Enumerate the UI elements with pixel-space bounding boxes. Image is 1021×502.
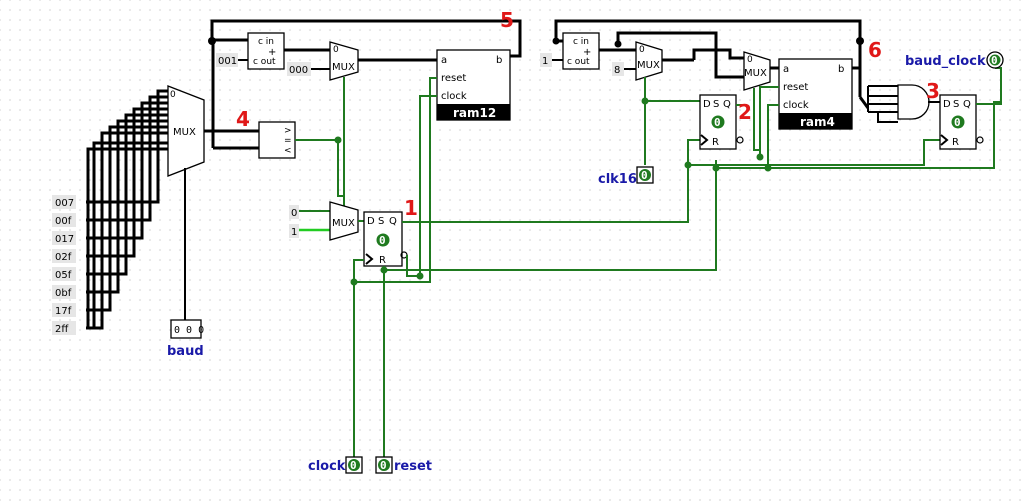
marker-6: 6: [868, 38, 882, 62]
const-17f: 17f: [55, 306, 72, 317]
svg-text:Q: Q: [723, 99, 731, 110]
svg-text:reset: reset: [783, 82, 808, 93]
marker-1: 1: [404, 196, 418, 220]
svg-text:0: 0: [639, 45, 645, 55]
baud-mux-input-bus: [86, 89, 168, 330]
svg-text:c in: c in: [258, 37, 274, 47]
baud-label: baud: [167, 344, 204, 359]
svg-text:c out: c out: [253, 57, 276, 67]
svg-text:<: <: [284, 146, 292, 156]
const-0bf: 0bf: [55, 288, 72, 299]
svg-text:D: D: [703, 99, 711, 110]
const-017: 017: [55, 234, 74, 245]
clock-label: clock: [308, 459, 346, 474]
flipflop-3[interactable]: D S Q 0 R: [939, 94, 977, 150]
const-02f: 02f: [55, 252, 72, 263]
svg-text:0: 0: [291, 208, 297, 219]
marker-5: 5: [500, 8, 514, 32]
svg-text:S: S: [713, 99, 719, 110]
svg-text:clock: clock: [783, 100, 809, 111]
right-counter-mux[interactable]: MUX 0: [635, 41, 663, 81]
svg-text:S: S: [378, 216, 384, 227]
counter-adder-right[interactable]: c in c out +: [562, 32, 600, 70]
baud-clock-value: 0: [991, 54, 998, 67]
svg-text:b: b: [496, 55, 502, 66]
svg-text:0: 0: [747, 55, 753, 65]
flipflop-2[interactable]: D S Q 0 R: [699, 94, 737, 150]
svg-text:a: a: [441, 55, 447, 66]
counter-mux[interactable]: MUX 0: [329, 41, 359, 81]
svg-text:Q: Q: [389, 216, 397, 227]
baud-mux[interactable]: MUX 0: [167, 85, 205, 177]
svg-text:+: +: [583, 47, 591, 58]
svg-text:S: S: [953, 99, 959, 110]
svg-text:D: D: [943, 99, 951, 110]
const-00f: 00f: [55, 216, 72, 227]
svg-text:D: D: [367, 216, 375, 227]
ff1-value: 0: [379, 234, 386, 247]
reset-label: reset: [394, 459, 432, 474]
svg-text:0: 0: [170, 90, 176, 100]
clock-input-pin[interactable]: 0: [345, 456, 363, 474]
svg-text:reset: reset: [441, 73, 466, 84]
ff3-value: 0: [954, 116, 961, 129]
svg-text:0: 0: [333, 45, 339, 55]
marker-2: 2: [738, 100, 752, 124]
ram4-input-mux[interactable]: MUX 0: [743, 51, 771, 91]
baud-input-pin[interactable]: 0 0 0: [170, 319, 204, 339]
svg-text:R: R: [379, 255, 386, 266]
clk16-output-pin[interactable]: 0: [636, 166, 654, 184]
ff1-input-mux[interactable]: MUX: [329, 201, 359, 241]
svg-text:MUX: MUX: [637, 60, 660, 71]
svg-text:c in: c in: [573, 37, 589, 47]
svg-text:clock: clock: [441, 91, 467, 102]
flipflop-1[interactable]: D S Q 0 R: [363, 211, 403, 267]
and-gate[interactable]: [897, 84, 930, 120]
svg-text:+: +: [268, 47, 276, 58]
baud-value: 0 0 0: [174, 325, 204, 336]
ram12[interactable]: a b reset clock ram12: [436, 49, 511, 121]
ram12-name: ram12: [453, 106, 496, 120]
clk16-label: clk16: [598, 172, 637, 187]
svg-text:MUX: MUX: [332, 62, 355, 73]
const-2ff: 2ff: [55, 324, 69, 335]
baud-clock-output-pin[interactable]: 0: [986, 51, 1004, 69]
ram4[interactable]: a b reset clock ram4: [778, 58, 853, 130]
svg-text:R: R: [712, 137, 719, 148]
mux2-const: 8: [614, 65, 620, 76]
svg-text:c out: c out: [567, 57, 590, 67]
mux1-const: 000: [289, 65, 308, 76]
svg-text:>: >: [284, 126, 292, 136]
svg-text:Q: Q: [963, 99, 971, 110]
svg-text:a: a: [783, 64, 789, 75]
counter-adder-left[interactable]: c in c out +: [247, 32, 285, 70]
adder-right-const: 1: [542, 56, 548, 67]
ram4-name: ram4: [800, 115, 835, 129]
baud-clock-label: baud_clock: [905, 54, 986, 69]
svg-text:R: R: [952, 137, 959, 148]
svg-text:MUX: MUX: [744, 68, 767, 79]
baud-constants: 007 00f 017 02f 05f 0bf 17f 2ff: [52, 195, 76, 335]
marker-4: 4: [236, 107, 250, 131]
clk16-value: 0: [641, 169, 648, 182]
svg-text:=: =: [284, 136, 292, 146]
const-05f: 05f: [55, 270, 72, 281]
reset-value: 0: [380, 459, 387, 472]
adder-left-const: 001: [218, 56, 237, 67]
reset-input-pin[interactable]: 0: [375, 456, 393, 474]
marker-3: 3: [926, 79, 940, 103]
svg-text:MUX: MUX: [332, 218, 355, 229]
ff2-value: 0: [714, 116, 721, 129]
comparator[interactable]: > = <: [258, 121, 296, 159]
baud-mux-label: MUX: [173, 127, 196, 138]
clock-value: 0: [350, 459, 357, 472]
svg-text:1: 1: [291, 227, 297, 238]
const-007: 007: [55, 198, 74, 209]
svg-text:b: b: [838, 64, 844, 75]
